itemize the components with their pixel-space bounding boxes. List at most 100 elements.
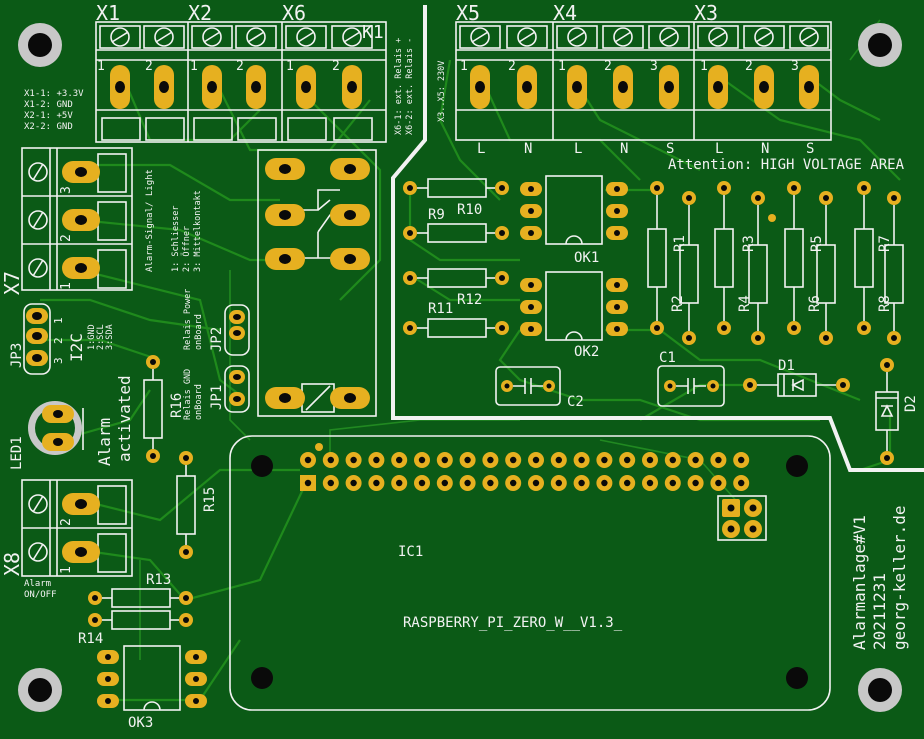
resistor-r1: R1	[672, 191, 699, 345]
relay-k1-label: K1	[362, 22, 384, 43]
diode-d2: D2	[875, 358, 919, 465]
note-line: X2-1: +5V	[24, 111, 73, 121]
gpio-drill	[669, 479, 676, 487]
note-line: X2-2: GND	[24, 122, 73, 132]
terminal-block-x5-x4-x3: 1 2 1 2 3 1 2 3 X5 X4 X3 L N L N S L N S	[455, 1, 832, 157]
connector-x1-label: X1	[96, 1, 120, 25]
high-voltage-warning: Attention: HIGH VOLTAGE AREA	[668, 157, 905, 173]
via	[768, 214, 776, 222]
diode-d2-label: D2	[903, 395, 919, 412]
pin-label: 3	[650, 59, 658, 74]
x7-notes: Alarm-Signal/ Light 1: Schliesser 2: Öff…	[145, 169, 203, 272]
gpio-drill	[532, 456, 540, 464]
board-title-block: Alarmanlage#V1 20211231 georg-keller.de	[850, 506, 909, 651]
note-line: Alarm	[24, 579, 51, 589]
relay-jumper-notes: Relais Power onBoard Relais GND onBoard	[183, 289, 204, 420]
alarm-label: Alarm	[95, 418, 114, 466]
gpio-drill	[715, 479, 722, 487]
pin-label: 2	[59, 234, 74, 242]
line-label: L	[477, 141, 485, 157]
power-pin-notes: X1-1: +3.3V X1-2: GND X2-1: +5V X2-2: GN…	[24, 89, 84, 132]
connector-x5-label: X5	[456, 1, 480, 25]
gpio-drill	[396, 479, 403, 487]
resistor-r11-label: R11	[428, 301, 453, 317]
switched-label: S	[806, 141, 814, 157]
pi-mount-hole	[251, 455, 273, 477]
neutral-label: N	[761, 141, 769, 157]
gpio-drill	[692, 456, 699, 464]
note-line: Alarm-Signal/ Light	[145, 169, 155, 272]
capacitor-c1-label: C1	[659, 350, 676, 366]
note-line: Relais Power	[183, 289, 193, 350]
connector-x4-label: X4	[553, 1, 577, 25]
note-line: 3: Mittelkontakt	[193, 190, 203, 272]
note-line: X1-1: +3.3V	[24, 89, 84, 99]
resistor-r5-label: R5	[809, 235, 825, 252]
note-line: Relais GND	[183, 369, 193, 420]
hv-isolation-line	[391, 5, 924, 472]
optocoupler-ok1: OK1	[520, 175, 628, 266]
resistor-r7: R7	[877, 191, 904, 345]
pin-label: 1	[97, 59, 105, 74]
optocoupler-ok2-label: OK2	[574, 344, 599, 360]
gpio-drill	[373, 479, 380, 487]
resistor-r5: R5	[809, 191, 836, 345]
optocoupler-ok1-label: OK1	[574, 250, 599, 266]
note-line: ON/OFF	[24, 590, 57, 600]
led1: LED1 Alarm activated	[9, 375, 134, 470]
resistor-r13: R13	[88, 572, 193, 608]
jumper-jp1-label: JP1	[209, 385, 225, 410]
gpio-drill	[555, 456, 562, 464]
gpio-drill	[327, 479, 334, 487]
connector-x3-label: X3	[694, 1, 718, 25]
note-line: onBoard	[194, 314, 204, 350]
pin-label: 3	[59, 186, 74, 194]
raspberry-pi-footprint-ic1: IC1 RASPBERRY_PI_ZERO_W__V1.3_	[229, 435, 831, 711]
resistor-r15-label: R15	[202, 487, 218, 512]
board-title: Alarmanlage#V1	[850, 515, 869, 650]
note-line: 2: Öffner	[181, 226, 192, 272]
resistor-r3: R3	[741, 191, 768, 345]
gpio-drill	[578, 479, 585, 487]
gpio-drill	[350, 456, 357, 464]
mounting-holes	[18, 23, 902, 712]
gpio-drill	[624, 479, 631, 487]
gpio-drill	[669, 456, 676, 464]
neutral-label: N	[620, 141, 628, 157]
gpio-drill	[578, 456, 585, 464]
note-line: 1:GND	[87, 324, 97, 350]
optocoupler-ok3-label: OK3	[128, 715, 153, 731]
pin-label: 1	[59, 282, 74, 290]
gpio-drill	[738, 479, 745, 487]
gpio-drill	[304, 479, 312, 487]
jumper-jp2: JP2	[209, 304, 250, 356]
terminal-block-x8: 2 1 X8 Alarm ON/OFF	[0, 479, 133, 600]
gpio-drill	[624, 456, 631, 464]
header-jp3-i2c: 1 2 3 JP3 I2C 1:GND 2:SCL 3:SDA	[9, 303, 115, 375]
header-jp3-label: JP3	[9, 343, 25, 368]
pin-label: 3	[52, 357, 65, 364]
jumper-jp1: JP1	[209, 365, 250, 413]
pin-label: 1	[59, 566, 74, 574]
x6-notes: X6-1: ext. Relais + X6-2: ext. Relais -	[394, 38, 415, 135]
resistor-r15: R15	[176, 451, 218, 559]
pin-label: 2	[236, 59, 244, 74]
capacitor-c2-label: C2	[567, 394, 584, 410]
resistor-r9: R9	[403, 207, 509, 243]
gpio-drill	[510, 456, 517, 464]
neutral-label: N	[524, 141, 532, 157]
note-line: 1: Schliesser	[171, 205, 181, 272]
pi-mount-hole	[786, 667, 808, 689]
optocoupler-ok3: OK3	[97, 645, 207, 731]
optocoupler-ok2: OK2	[520, 271, 628, 360]
jumper-jp2-label: JP2	[209, 327, 225, 352]
gpio-drill	[464, 456, 471, 464]
pin-label: 2	[508, 59, 516, 74]
resistor-array-r1-r8: R2 R1 R4 R3 R6	[647, 181, 904, 345]
resistor-r6-label: R6	[807, 295, 823, 312]
resistor-r3-label: R3	[741, 235, 757, 252]
gpio-drill	[532, 479, 540, 487]
connector-x2-label: X2	[188, 1, 212, 25]
pin-label: 1	[558, 59, 566, 74]
